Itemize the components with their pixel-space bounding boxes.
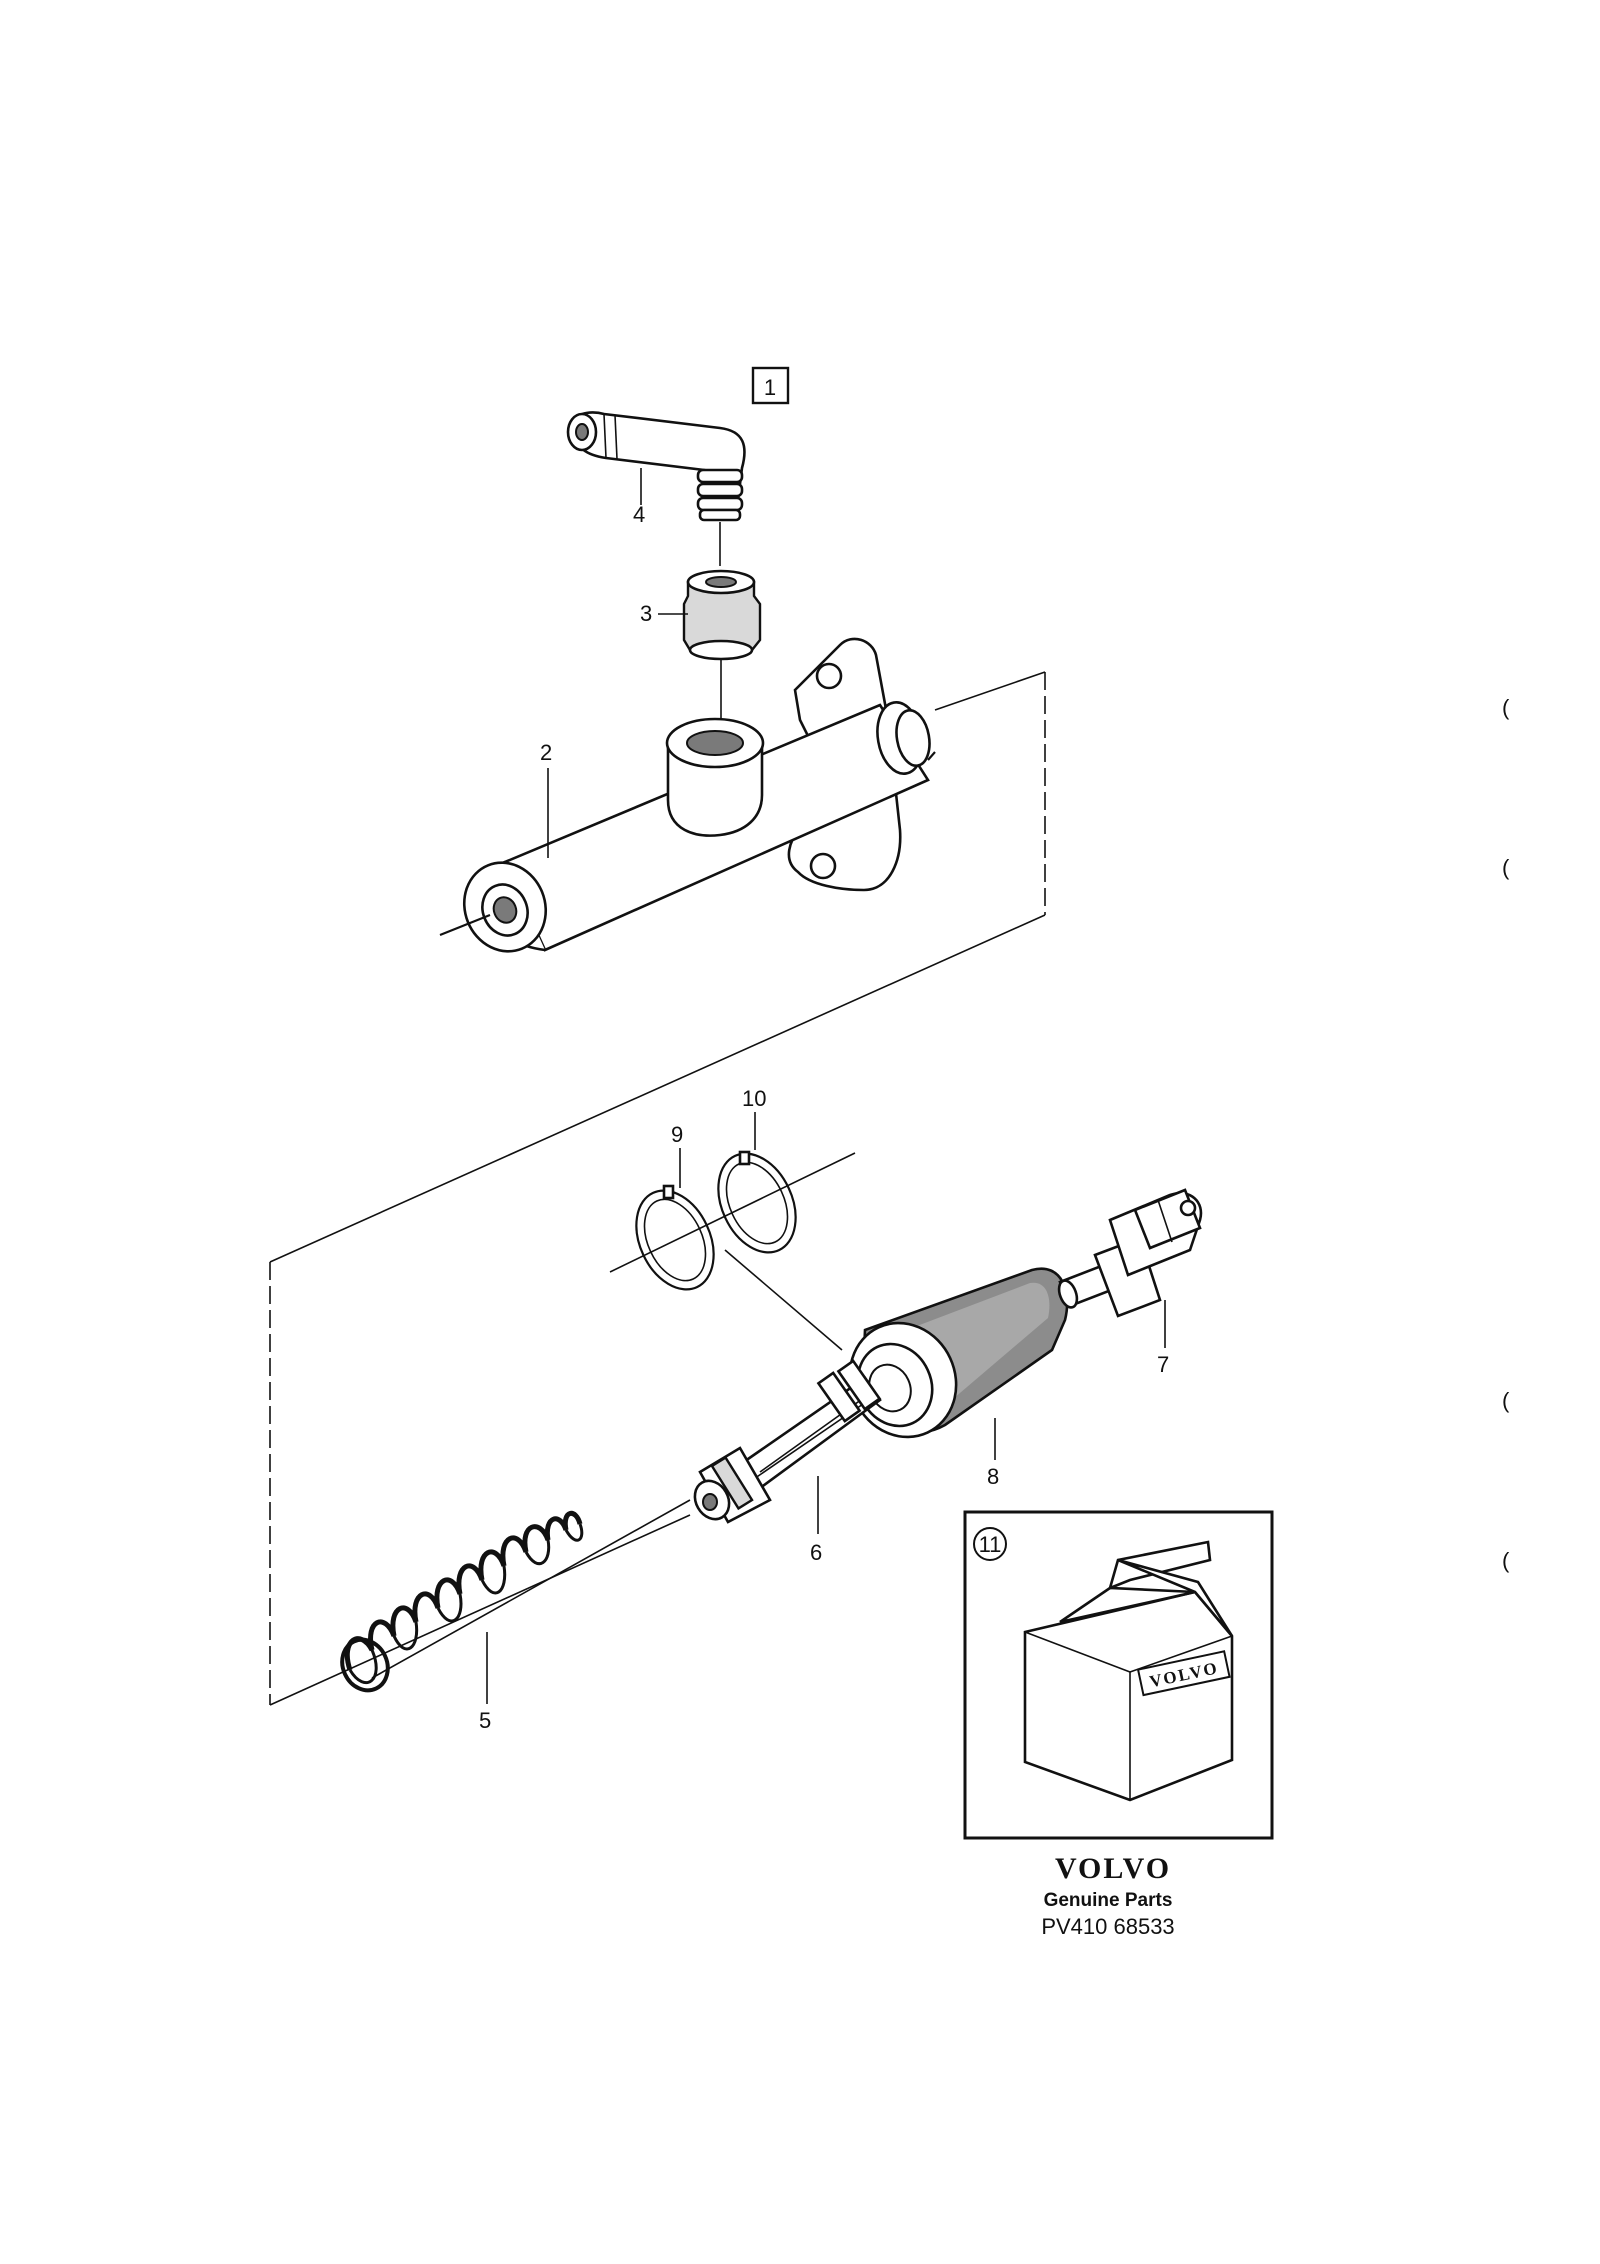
margin-mark: (: [1502, 1548, 1510, 1573]
part-code: PV410 68533: [1041, 1914, 1174, 1939]
part-10-circlip: [717, 1112, 797, 1254]
margin-mark: (: [1502, 1388, 1510, 1413]
callout-3: 3: [640, 601, 652, 626]
margin-mark: (: [1502, 855, 1510, 880]
callout-11: 11: [979, 1532, 1002, 1557]
part-11-kit-box: 11 VOLVO: [963, 1510, 1274, 1840]
part-3-seal: [682, 569, 762, 722]
part-9-circlip: [635, 1148, 715, 1291]
margin-mark: (: [1502, 695, 1510, 720]
part-8-rubber-boot: [848, 1267, 1069, 1439]
part-7-push-rod: [1057, 1188, 1203, 1318]
upper-assembly-boundary: [269, 671, 1046, 1706]
callout-10: 10: [742, 1086, 766, 1111]
part-4-hose-nipple: [566, 411, 746, 566]
footer-branding: VOLVO Genuine Parts PV410 68533: [1041, 1852, 1174, 1939]
callout-5: 5: [479, 1708, 491, 1733]
callout-9: 9: [671, 1122, 683, 1147]
part-5-spring: [340, 1499, 691, 1693]
part-2-master-cylinder: [439, 637, 936, 953]
callout-4: 4: [633, 502, 645, 527]
callout-7: 7: [1157, 1352, 1169, 1377]
group-number-box: 1: [751, 366, 790, 405]
callout-8: 8: [987, 1464, 999, 1489]
part-6-piston: [693, 1359, 882, 1524]
callout-2: 2: [540, 740, 552, 765]
group-number: 1: [764, 375, 776, 400]
brand-logo: VOLVO: [1055, 1852, 1171, 1885]
callout-6: 6: [810, 1540, 822, 1565]
tagline: Genuine Parts: [1044, 1890, 1173, 1911]
